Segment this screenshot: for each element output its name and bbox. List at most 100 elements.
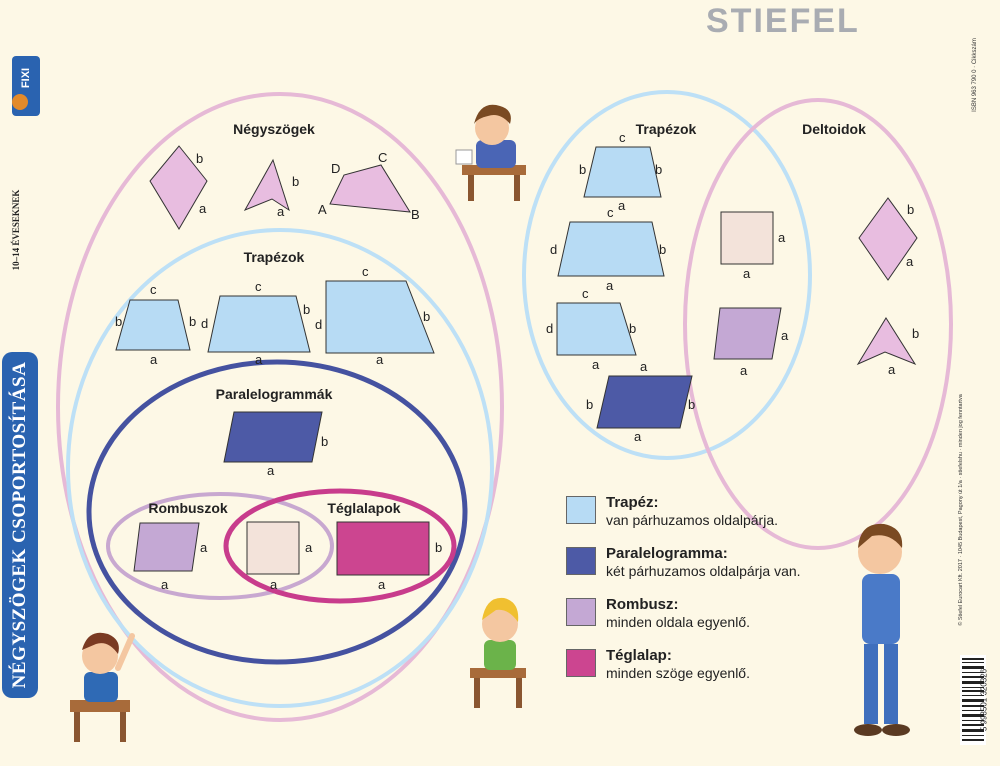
rhombi-ring [106,492,334,600]
side-label: a [200,540,208,555]
side-label: b [912,326,919,341]
vertex-label: B [411,207,420,222]
general-quadrilateral [329,164,411,213]
side-label: c [255,279,262,294]
side-label: c [362,264,369,279]
side-label: a [376,352,384,367]
side-label: b [115,314,122,329]
side-label: b [292,174,299,189]
side-label: a [634,429,642,444]
kites-ring [683,98,953,550]
side-label: d [550,242,557,257]
side-label: a [270,577,278,592]
logo-text: FIXI [20,67,32,89]
side-label: b [586,397,593,412]
side-label: a [778,230,786,245]
side-label: b [688,397,695,412]
rectangle-shape [336,521,430,576]
legend-title: Paralelogramma: [606,545,728,562]
side-label: c [607,205,614,220]
barcode-number-box: 5 998501 320326 [970,655,998,745]
title-kites: Deltoidok [802,121,866,137]
fixi-logo [12,56,40,116]
legend-swatch [566,598,596,626]
rhombus-parallelogram [133,522,200,572]
side-label: a [888,362,896,377]
side-label: d [201,316,208,331]
rhombus-shape [149,145,208,230]
side-label: b [321,434,328,449]
rhombus-shape [858,197,918,281]
side-label: a [606,278,614,293]
side-label: b [196,151,203,166]
title-trapezoids-right: Trapézok [636,121,697,137]
logo-text-box: FIXI [14,58,38,98]
vertex-label: A [318,202,327,217]
girl-raising-hand-illustration [70,632,135,742]
side-label: d [315,317,322,332]
title-parallelograms: Paralelogrammák [216,386,333,402]
side-label: a [743,266,751,281]
parallelogram-shape [223,411,323,463]
side-label: b [659,242,666,257]
rhombus-parallelogram [713,307,782,360]
parallelogram-shape [596,375,693,429]
trapezoid-shape [207,295,311,353]
side-label: a [150,352,158,367]
side-label: a [161,577,169,592]
side-label: a [305,540,313,555]
isbn-box: ISBN 963 790 0 · Cikkszám [960,30,990,120]
square-shape [720,211,774,265]
side-label: b [189,314,196,329]
boy-standing-illustration [854,523,910,736]
side-label: b [423,309,430,324]
trapezoids-ring-left [66,228,494,708]
side-label: d [546,321,553,336]
trapezoids-ring-right [522,90,812,460]
title-quadrilaterals: Négyszögek [233,121,315,137]
brand-logo: STIEFEL [706,2,860,40]
dart-shape [856,317,917,366]
side-label: c [150,282,157,297]
legend-swatch [566,496,596,524]
legend-swatch [566,649,596,677]
title-rectangles: Téglalapok [327,500,400,516]
side-label: a [781,328,789,343]
side-label: a [277,204,285,219]
dart-shape [243,158,290,212]
legend-title: Téglalap: [606,647,672,664]
side-label: c [619,130,626,145]
side-label: c [582,286,589,301]
age-label: 10–14 ÉVESEKNEK [11,189,21,271]
trapezoid-shape [115,299,191,351]
girl-thinking-illustration [470,597,526,708]
side-label: a [906,254,914,269]
parallelograms-ring [86,359,468,665]
title-trapezoids-left: Trapézok [244,249,305,265]
side-label: a [592,357,600,372]
trapezoid-shape [583,146,662,198]
poster-title: NÉGYSZÖGEK CSOPORTOSÍTÁSA [9,361,30,689]
side-label: b [655,162,662,177]
legend-desc: minden oldala egyenlő. [606,614,750,630]
legend-desc: van párhuzamos oldalpárja. [606,512,778,528]
imprint-text: © Stiefel Eurocart Kft. 2017 · 1045 Buda… [958,394,964,626]
legend-swatch [566,547,596,575]
vertex-label: C [378,150,387,165]
side-label: a [740,363,748,378]
trapezoid-shape [556,302,637,356]
legend-desc: minden szöge egyenlő. [606,665,750,681]
legend-title: Rombusz: [606,596,679,613]
side-label: a [640,359,648,374]
barcode [960,655,986,745]
age-label-box: 10–14 ÉVESEKNEK [4,185,28,275]
side-label: a [267,463,275,478]
legend-desc: két párhuzamos oldalpárja van. [606,563,801,579]
imprint-text-box: © Stiefel Eurocart Kft. 2017 · 1045 Buda… [946,360,976,660]
side-label: b [435,540,442,555]
vertex-label: D [331,161,340,176]
poster-title-panel: NÉGYSZÖGEK CSOPORTOSÍTÁSA [2,352,38,698]
side-label: a [618,198,626,213]
trapezoid-shape [325,280,435,354]
side-label: b [303,302,310,317]
